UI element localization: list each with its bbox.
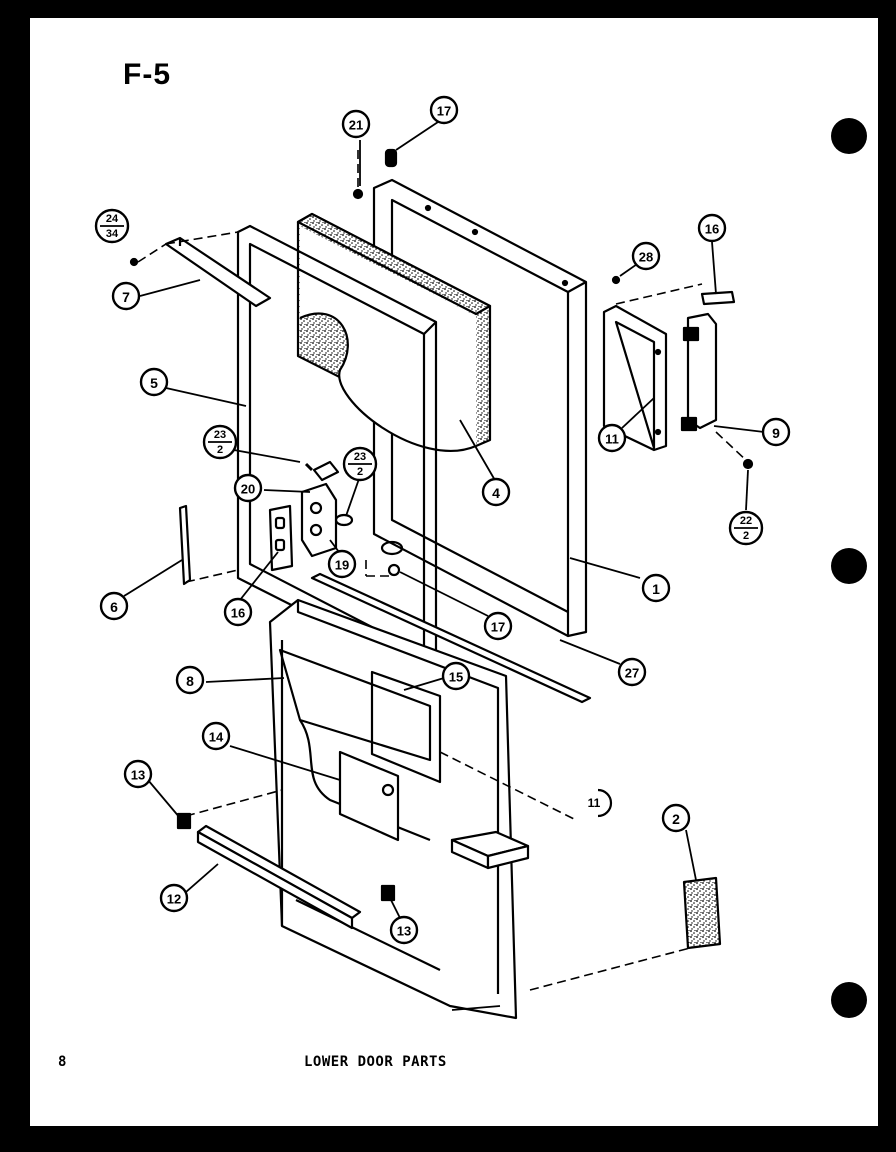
callout-label: 4 <box>492 485 500 501</box>
callout-label: 8 <box>186 673 194 689</box>
fraction-top: 23 <box>214 429 226 441</box>
part-handle-trim <box>700 290 736 306</box>
callout-label: 12 <box>167 892 181 907</box>
callout-label: 7 <box>122 289 130 305</box>
figure-id: F-5 <box>123 58 171 91</box>
part-insulation-block <box>296 212 492 453</box>
part-kick-strip <box>196 824 362 930</box>
callout-c5: 5 <box>139 367 169 397</box>
callout-c7: 7 <box>111 281 141 311</box>
fraction-callout-f222: 222 <box>728 510 764 546</box>
callout-layer: 1245678911121313141516161717192021272824… <box>94 95 791 945</box>
callout-label: 20 <box>241 482 255 497</box>
fraction-bottom: 2 <box>357 466 363 478</box>
part-bracket-left <box>268 504 294 572</box>
callout-c19: 19 <box>327 549 357 579</box>
page-number: 8 <box>58 1054 67 1070</box>
binder-hole-top <box>831 118 867 154</box>
part-drip-tray <box>450 830 530 870</box>
part-foam-insert <box>682 876 722 950</box>
callout-label: 13 <box>397 924 411 939</box>
callout-label: 19 <box>335 558 349 573</box>
fraction-bottom: 2 <box>217 444 223 456</box>
callout-c17b: 17 <box>483 611 513 641</box>
callout-label: 28 <box>639 250 653 265</box>
binder-hole-middle <box>831 548 867 584</box>
callout-c27: 27 <box>617 657 647 687</box>
binder-hole-bottom <box>831 982 867 1018</box>
fraction-top: 22 <box>740 515 752 527</box>
callout-label: 21 <box>349 118 363 133</box>
callout-c21: 21 <box>341 109 371 139</box>
callout-c11: 11 <box>597 423 627 453</box>
callout-c20: 20 <box>233 473 263 503</box>
callout-c8: 8 <box>175 665 205 695</box>
callout-c4: 4 <box>481 477 511 507</box>
callout-label: 17 <box>437 104 451 119</box>
explode-lines <box>137 150 749 991</box>
callout-label: 16 <box>231 606 245 621</box>
callout-c6: 6 <box>99 591 129 621</box>
callout-label: 9 <box>772 425 780 441</box>
callout-c28: 28 <box>631 241 661 271</box>
callout-label: 16 <box>705 222 719 237</box>
callout-c2: 2 <box>661 803 691 833</box>
callout-label: 14 <box>209 730 224 745</box>
fraction-top: 24 <box>106 213 119 225</box>
callout-c1: 1 <box>641 573 671 603</box>
part-clips <box>176 812 396 902</box>
callout-c12: 12 <box>159 883 189 913</box>
callout-label: 5 <box>150 375 158 391</box>
part-handle <box>680 312 718 432</box>
callout-label: 15 <box>449 670 463 685</box>
callout-label: 2 <box>672 811 680 827</box>
callout-c14: 14 <box>201 721 231 751</box>
fraction-bottom: 2 <box>743 530 749 542</box>
part-side-strip <box>178 504 192 586</box>
callout-c13a: 13 <box>123 759 153 789</box>
callout-c9: 9 <box>761 417 791 447</box>
fraction-top: 23 <box>354 451 366 463</box>
callout-label: 13 <box>131 768 145 783</box>
callout-partial: 11 <box>588 788 613 818</box>
figure-caption: LOWER DOOR PARTS <box>304 1054 447 1070</box>
callout-partial-label: 11 <box>588 796 601 810</box>
leader-lines <box>123 121 765 1011</box>
part-dispenser-plate <box>338 750 400 842</box>
callout-c13b: 13 <box>389 915 419 945</box>
callout-c17a: 17 <box>429 95 459 125</box>
part-handle-bracket <box>602 304 668 452</box>
callout-label: 17 <box>491 620 505 635</box>
callout-label: 1 <box>652 581 660 597</box>
fraction-callout-f232b: 232 <box>342 446 378 482</box>
callout-label: 27 <box>625 666 639 681</box>
part-top-strip <box>164 236 272 308</box>
part-hinge-block <box>300 460 354 558</box>
callout-label: 6 <box>110 599 118 615</box>
hardware-screws <box>129 148 754 577</box>
callout-label: 11 <box>605 432 619 447</box>
callout-c16a: 16 <box>697 213 727 243</box>
callout-c16b: 16 <box>223 597 253 627</box>
callout-c15: 15 <box>441 661 471 691</box>
fraction-bottom: 34 <box>106 228 119 240</box>
fraction-callout-f232a: 232 <box>202 424 238 460</box>
part-bottom-rail <box>310 572 592 704</box>
